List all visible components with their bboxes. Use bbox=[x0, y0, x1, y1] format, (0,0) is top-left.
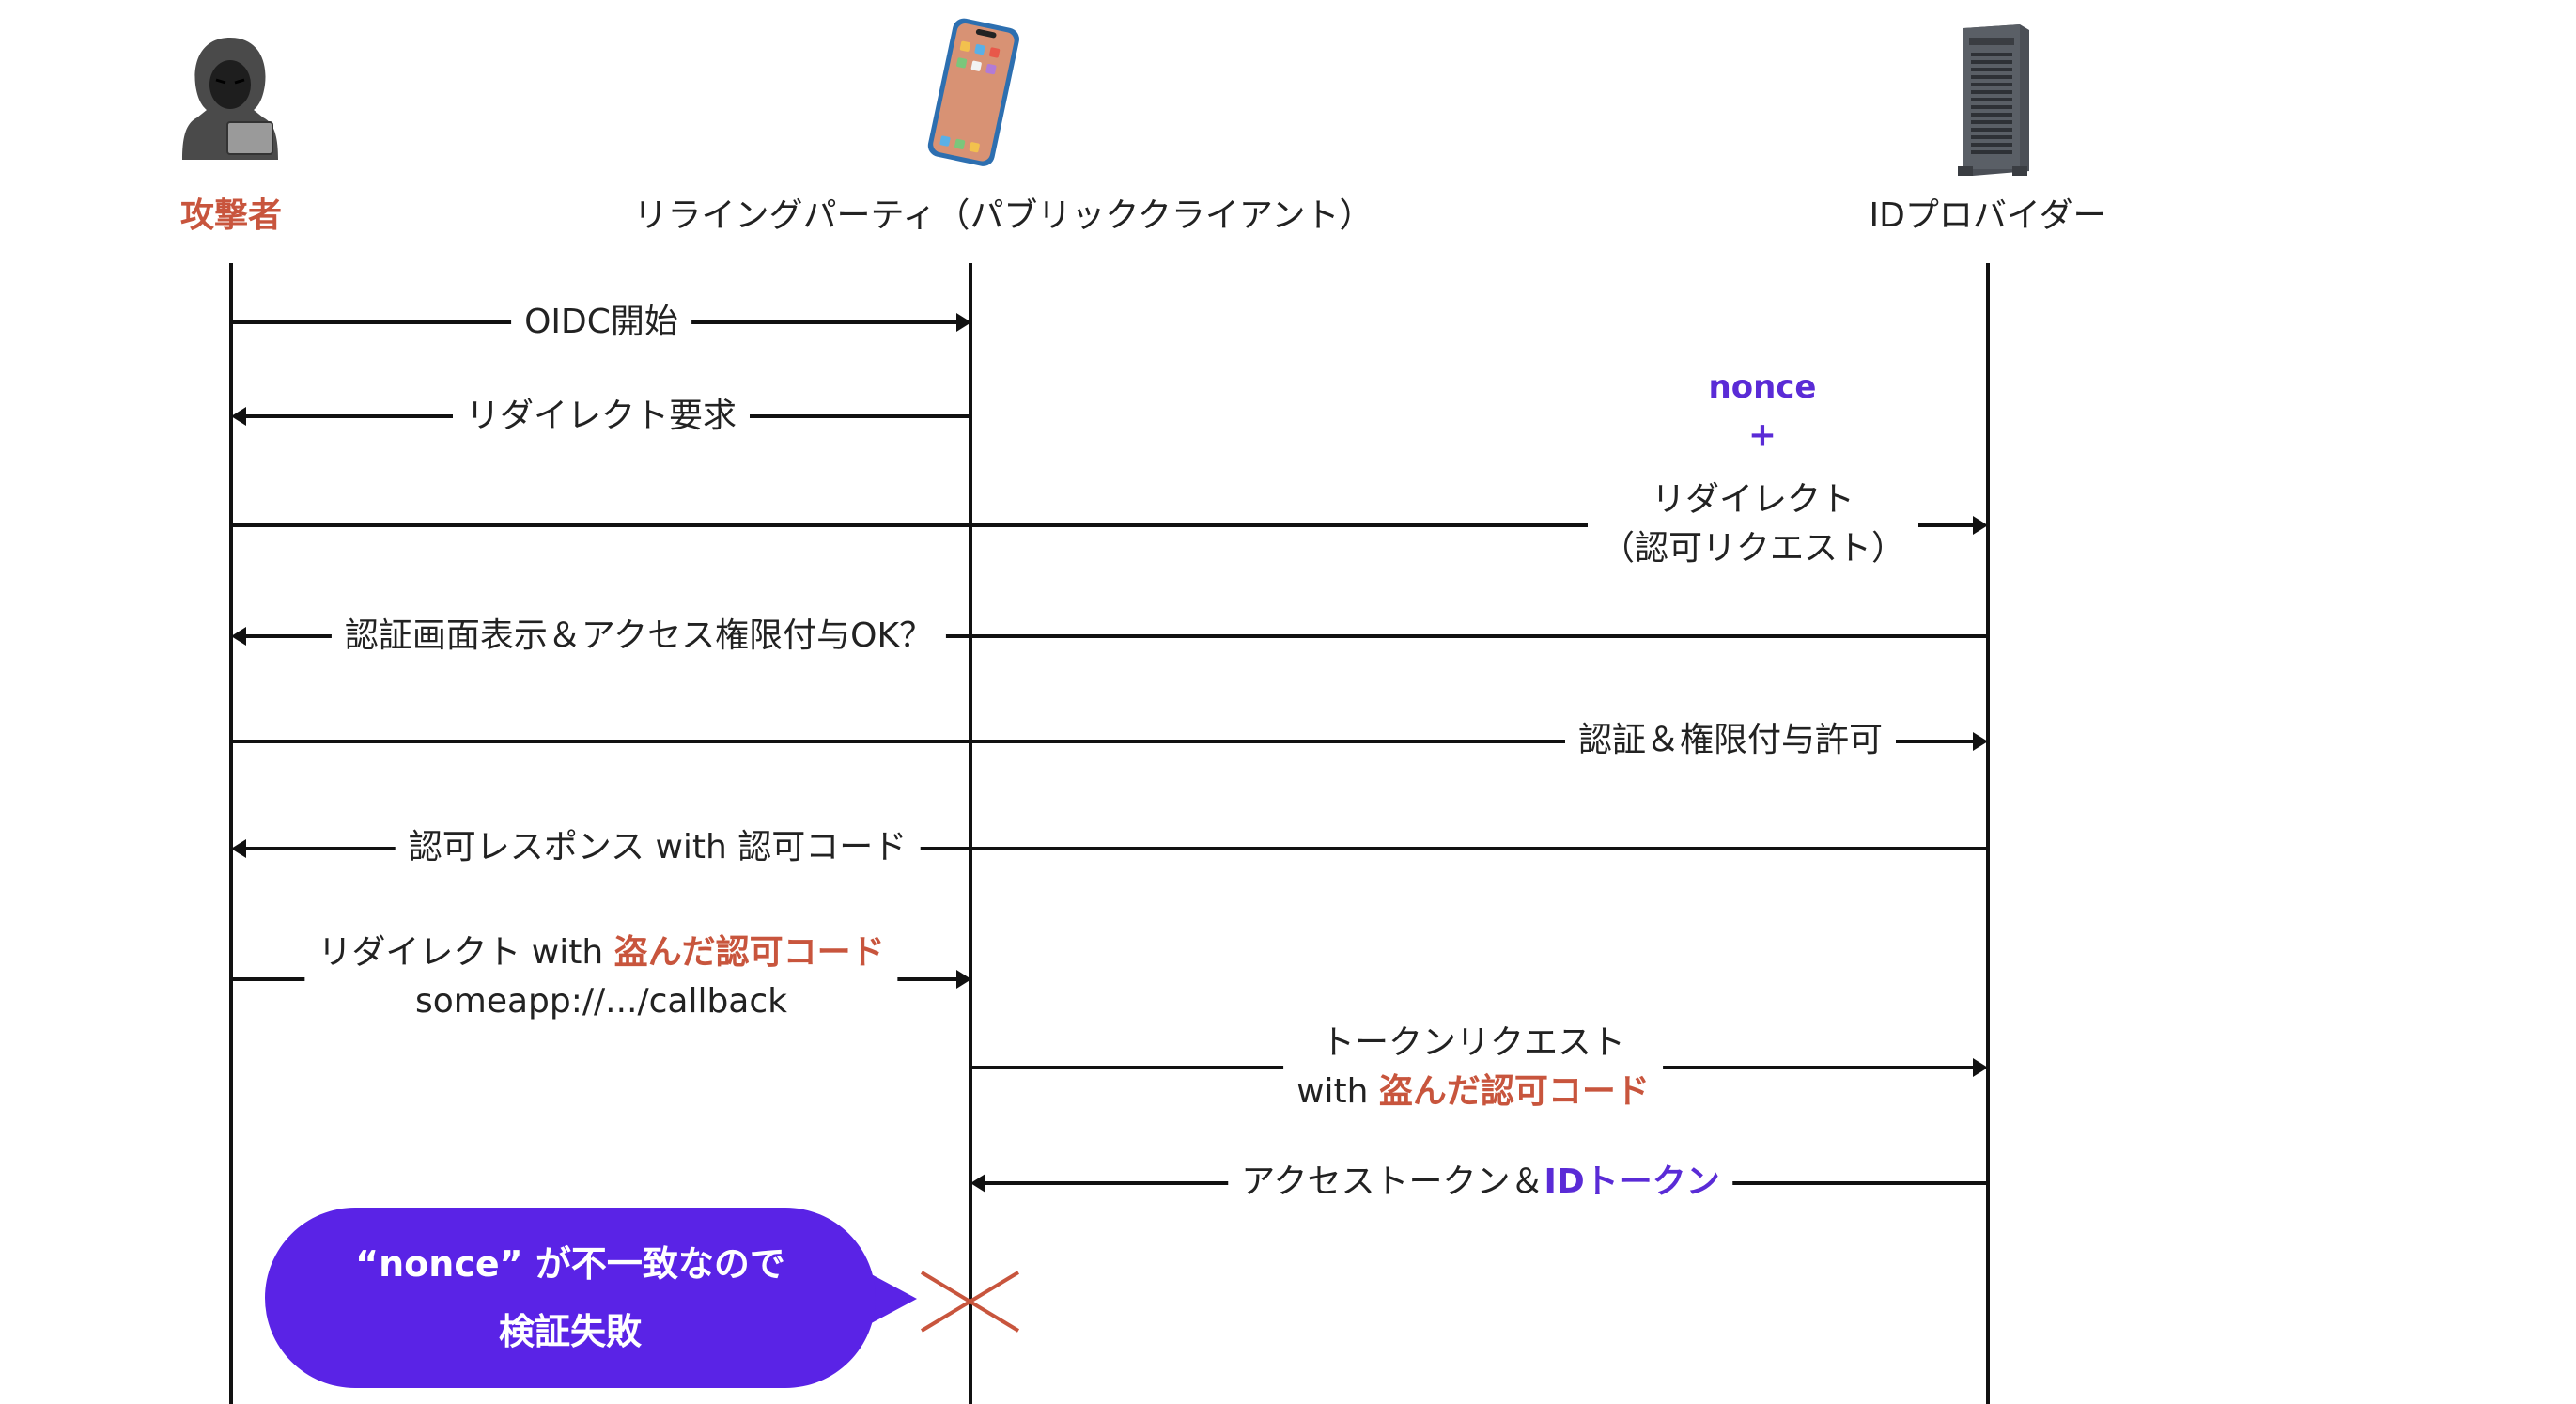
arrowhead-right bbox=[1973, 732, 1988, 751]
message-label-auth-grant: 認証＆権限付与許可 bbox=[1564, 717, 1897, 764]
lifeline-attacker bbox=[229, 263, 233, 1404]
message-label-authorization-response: 認可レスポンス with 認可コード bbox=[395, 824, 921, 871]
message-label-redirect-stolen-code: リダイレクト with 盗んだ認可コード someapp://.../callb… bbox=[304, 928, 898, 1026]
message-label-auth-screen: 認証画面表示＆アクセス権限付与OK？ bbox=[331, 613, 947, 660]
message-line-authorization-response bbox=[244, 847, 1988, 850]
stolen-code-highlight: 盗んだ認可コード bbox=[1378, 1072, 1650, 1111]
actor-label-relying-party: リライングパーティ（パブリッククライアント） bbox=[633, 196, 1373, 235]
nonce-label: nonce bbox=[1708, 368, 1817, 406]
arrowhead-left bbox=[231, 407, 246, 426]
message-label-authorization-request-note: （認可リクエスト） bbox=[1600, 529, 1906, 568]
message-label-token-request: トークンリクエスト with 盗んだ認可コード bbox=[1283, 1019, 1663, 1116]
message-label-oidc-start: OIDC開始 bbox=[511, 299, 691, 346]
message-label-tokens: アクセストークン＆IDトークン bbox=[1228, 1159, 1733, 1206]
server-tower-icon bbox=[1958, 24, 2029, 176]
message-label-redirect: リダイレクト bbox=[1651, 480, 1855, 519]
arrowhead-left bbox=[231, 839, 246, 858]
nonce-plus-sign: + bbox=[1747, 415, 1777, 455]
stolen-code-highlight: 盗んだ認可コード bbox=[613, 933, 885, 972]
lifeline-relying-party bbox=[969, 263, 972, 1404]
arrowhead-left bbox=[231, 627, 246, 646]
access-token-text: アクセストークン＆ bbox=[1241, 1162, 1544, 1201]
callout-line-1: “nonce” が不一致なので bbox=[355, 1243, 785, 1285]
arrowhead-right bbox=[1973, 1058, 1988, 1077]
message-label-redirect-request: リダイレクト要求 bbox=[452, 393, 751, 440]
token-request-with-line: with 盗んだ認可コード bbox=[1296, 1068, 1650, 1116]
actor-label-id-provider: IDプロバイダー bbox=[1869, 196, 2107, 235]
smartphone-icon bbox=[927, 18, 1019, 166]
arrowhead-right bbox=[1973, 516, 1988, 535]
actor-label-attacker: 攻撃者 bbox=[179, 196, 283, 235]
redirect-stolen-code-line: リダイレクト with 盗んだ認可コード bbox=[318, 928, 884, 977]
token-request-title: トークンリクエスト bbox=[1320, 1023, 1625, 1062]
arrowhead-right bbox=[956, 970, 971, 989]
callback-url: someapp://.../callback bbox=[414, 982, 788, 1021]
callout-line-2: 検証失敗 bbox=[498, 1311, 642, 1352]
cross-mark-icon bbox=[920, 1271, 1020, 1333]
message-line-auth-grant bbox=[231, 740, 1973, 743]
message-label-authorization-request: リダイレクト （認可リクエスト） bbox=[1587, 476, 1919, 573]
id-token-highlight: IDトークン bbox=[1544, 1162, 1720, 1201]
arrowhead-left bbox=[970, 1174, 985, 1193]
arrowhead-right bbox=[956, 313, 971, 332]
redirect-with-text: リダイレクト with bbox=[318, 933, 614, 972]
message-line-authorization-request bbox=[231, 523, 1973, 527]
hooded-hacker-icon bbox=[182, 38, 278, 160]
token-request-with-text: with bbox=[1296, 1072, 1379, 1111]
lifeline-id-provider bbox=[1986, 263, 1990, 1404]
message-line-auth-screen bbox=[244, 634, 1988, 638]
nonce-mismatch-callout: “nonce” が不一致なので 検証失敗 bbox=[265, 1208, 876, 1388]
authorization-response-text: 認可レスポンス with 認可コード bbox=[408, 828, 908, 866]
